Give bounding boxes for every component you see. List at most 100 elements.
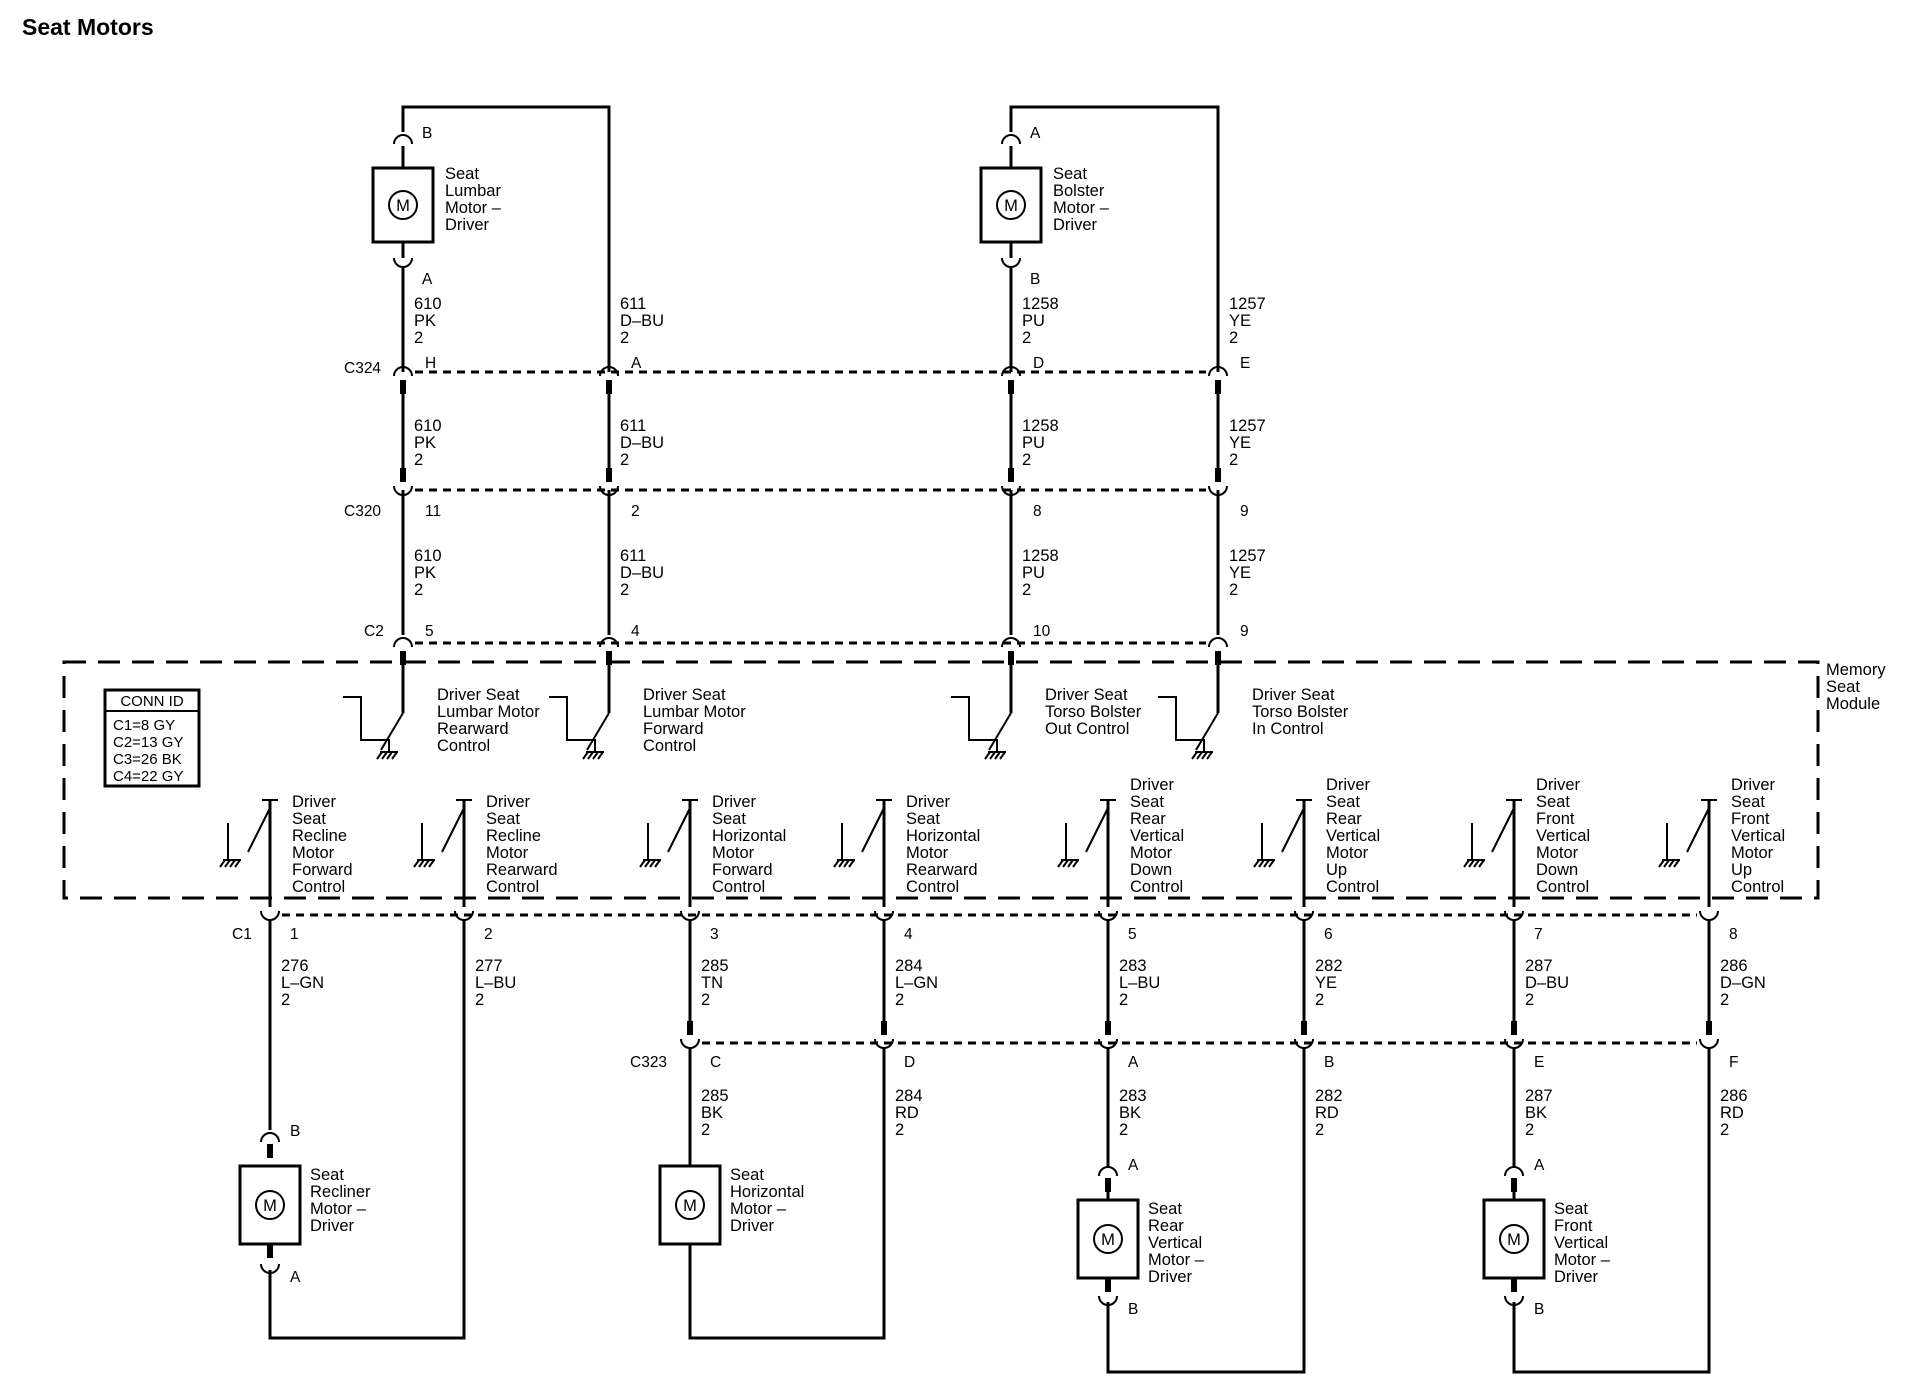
switch-label: Driver [1130,776,1175,794]
wire-label: TN [701,974,723,992]
switch-arm [586,712,610,751]
pin-block [400,468,406,482]
wire-label: 2 [1525,1121,1534,1139]
ground-hatch [1478,859,1485,868]
switch-bracket [421,823,426,861]
pin-block [1215,651,1221,665]
switch-bracket [343,696,390,752]
ground-hatch [381,751,388,760]
wire-label: D–BU [620,312,664,330]
motor-label: Vertical [1554,1234,1608,1252]
switch-label: Vertical [1731,827,1785,845]
pin-block [1008,651,1014,665]
switch-label: Forward [712,861,773,879]
wire-label: 2 [1022,329,1031,347]
ground-hatch [582,751,589,760]
motor-label: Motor – [1554,1251,1611,1269]
ground-hatch [843,859,850,868]
ground-hatch [654,859,661,868]
wire-label: 283 [1119,1087,1147,1105]
terminal-cup [1208,637,1228,648]
motor-top-pin: B [422,125,432,142]
pin-block [1511,1021,1517,1035]
wire-label: 2 [1229,451,1238,469]
wires [260,105,1711,1374]
switch-label: Vertical [1130,827,1184,845]
motor-box [1076,1198,1140,1280]
motor-label: Seat [1053,165,1087,183]
switch-bracket [1158,696,1205,752]
wire-label: 2 [701,1121,710,1139]
switch-label: Motor [486,844,529,862]
ground-hatch [413,859,420,868]
wire-label: 2 [281,991,290,1009]
wire-label: PK [414,312,436,330]
switch-bracket [951,696,998,752]
switch-label: Seat [1536,793,1570,811]
ground-hatch [984,751,991,760]
wire-label: BK [701,1104,723,1122]
wire-label: L–BU [1119,974,1160,992]
module-label: Seat [1826,678,1860,696]
module-label: Memory [1826,661,1886,679]
wire-label: 2 [1022,451,1031,469]
ground-hatch [649,859,656,868]
switch-label: Rearward [486,861,558,879]
pin-block [1215,468,1221,482]
pin-block [1215,380,1221,394]
connector-pin: 10 [1033,623,1051,640]
connector-pin: 2 [484,926,493,943]
switch-label: Vertical [1326,827,1380,845]
ground-hatch [833,859,840,868]
motor-circle [996,190,1026,220]
pin-block [881,1021,887,1035]
wire-label: RD [1720,1104,1744,1122]
ground-hatch [423,859,430,868]
wire-label: 2 [701,991,710,1009]
wire-label: 2 [620,329,629,347]
pin-block [687,1021,693,1035]
switch-arm [1491,807,1515,853]
ground-hatch [1191,751,1198,760]
conn-id-row: C3=26 BK [113,751,182,768]
switch-label: Down [1130,861,1172,879]
conn-id-box [103,688,201,788]
connector-pin: F [1729,1054,1738,1071]
ground-hatch [989,751,996,760]
switch-label: Seat [486,810,520,828]
wire-label: D–BU [620,434,664,452]
wire-label: 2 [1525,991,1534,1009]
motor-symbol: M [1507,1231,1521,1249]
connector-pin: B [1324,1054,1334,1071]
ground-hatch [1468,859,1475,868]
ground-hatch [1253,859,1260,868]
connector-pin: 8 [1729,926,1738,943]
switch-label: Down [1536,861,1578,879]
connector-pin: 9 [1240,623,1249,640]
connector-lines [260,366,1719,1049]
wire-label: 1258 [1022,547,1059,565]
motor-label: Recliner [310,1183,371,1201]
connector-pin: A [631,355,642,372]
conn-id-row: C2=13 GY [113,734,183,751]
switch-label: Driver [1536,776,1581,794]
switch-label: Seat [906,810,940,828]
terminal-cup [1001,257,1021,268]
ground-hatch [1473,859,1480,868]
wire-label: 287 [1525,1087,1553,1105]
ground-hatch [386,751,393,760]
ground-hatch [1263,859,1270,868]
module-boundary [62,660,1820,900]
terminal-cup [1699,1038,1719,1049]
switch-label: Recline [292,827,347,845]
wire-label: 2 [895,1121,904,1139]
motor-circle [1093,1224,1123,1254]
switch-label: Motor [906,844,949,862]
connector-pin: A [1128,1054,1139,1071]
switch-label: Control [1326,878,1379,896]
motor-bottom-pin: B [1534,1301,1544,1318]
switch-label: Seat [1326,793,1360,811]
ground-hatch [1067,859,1074,868]
motor-label: Vertical [1148,1234,1202,1252]
wire-label: 610 [414,295,442,313]
